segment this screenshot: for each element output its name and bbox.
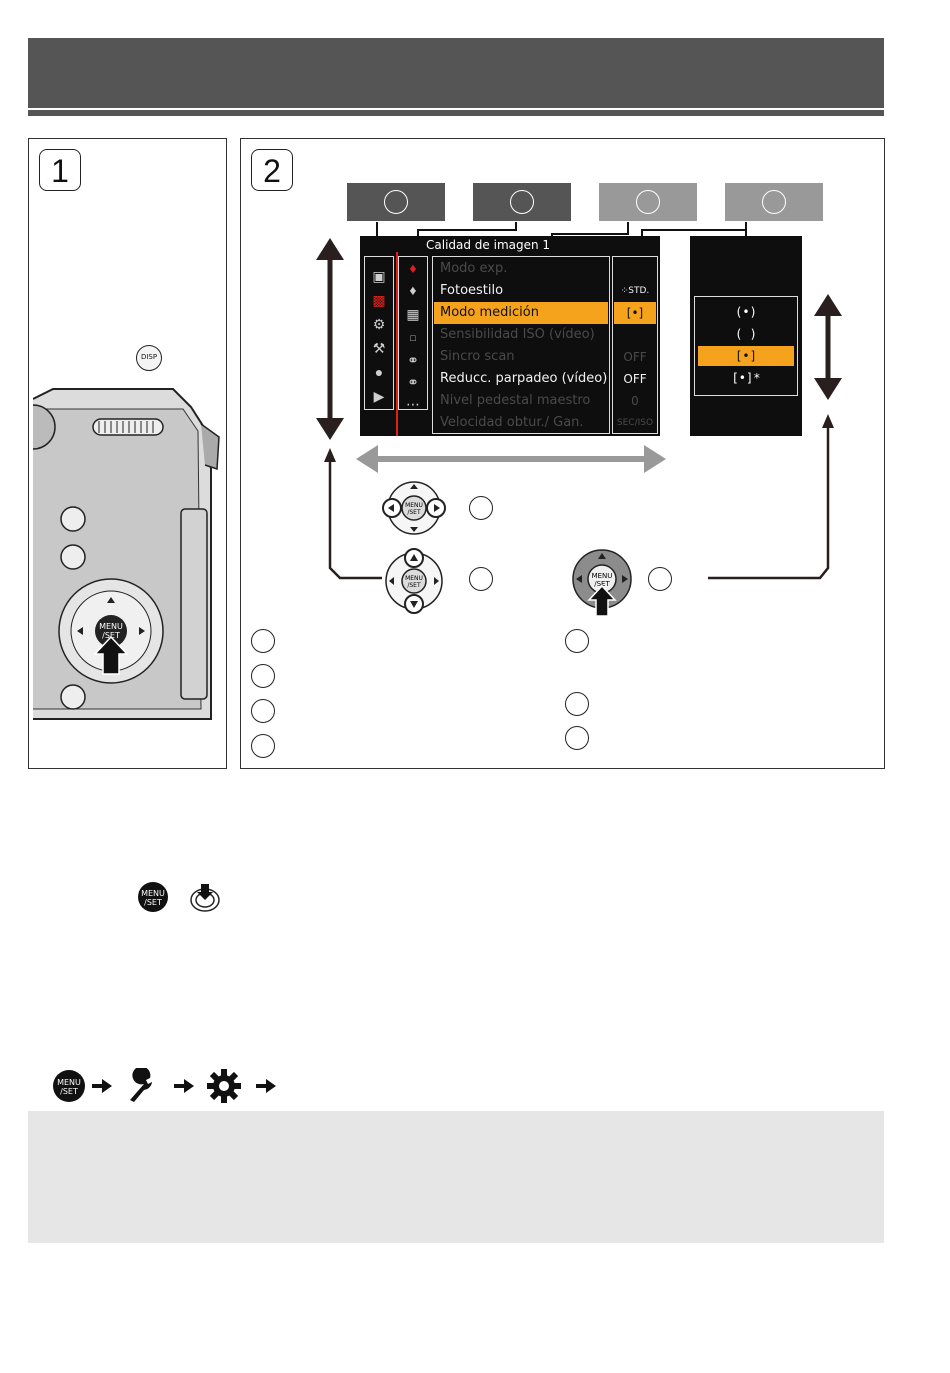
note-box (28, 1111, 884, 1243)
callout-circle (469, 567, 493, 591)
menu-value: 0 (631, 394, 639, 408)
gear-icon[interactable]: ⚙ (372, 316, 386, 332)
left-right-pad[interactable]: MENU /SET (378, 478, 450, 538)
disp-button[interactable]: DISP (136, 345, 162, 371)
svg-text:/SET: /SET (60, 1087, 78, 1096)
svg-text:MENU: MENU (57, 1078, 81, 1087)
camera-icon[interactable]: ▣ (372, 268, 386, 284)
menu-title: Calidad de imagen 1 (426, 238, 551, 252)
mic-icon-2[interactable]: ⚭ (407, 374, 419, 390)
menu-item[interactable]: Nivel pedestal maestro (440, 393, 591, 408)
legend-circle (251, 699, 275, 723)
menu-item[interactable]: Modo exp. (440, 261, 508, 276)
submenu-option[interactable]: [•]* (731, 371, 761, 385)
submenu-option[interactable]: ( ) (735, 327, 757, 341)
arrow-right-icon (92, 1079, 112, 1093)
header-underline (28, 110, 884, 116)
submenu-frame (694, 296, 798, 396)
legend-circle (251, 664, 275, 688)
dial-press-icon (190, 884, 220, 912)
svg-text:/SET: /SET (594, 580, 610, 588)
navigation-arrows (316, 238, 842, 580)
gear-icon (207, 1069, 241, 1103)
focus-icon[interactable]: □ (410, 333, 416, 343)
svg-text:/SET: /SET (407, 509, 421, 516)
arrow-right-icon (256, 1079, 276, 1093)
svg-text:/SET: /SET (144, 898, 162, 907)
main-tab-frame (364, 256, 394, 410)
svg-text:/SET: /SET (407, 582, 421, 589)
menu-values-frame (612, 256, 658, 434)
menu-screen: Calidad de imagen 1 ▣ ▩ ⚙ ⚒ ● ▶ ♦ ♦ ▦ □ … (360, 236, 660, 436)
step1-number: 1 (39, 149, 81, 191)
menu-value: OFF (623, 372, 647, 386)
up-down-pad[interactable]: MENU /SET (383, 546, 445, 616)
film-icon[interactable]: ▦ (406, 306, 420, 322)
menu-item[interactable]: Velocidad obtur./ Gan. (440, 415, 584, 430)
legend-circle (565, 629, 589, 653)
menu-set-icon: MENU /SET (138, 882, 168, 912)
wrench-icon[interactable]: ⚒ (372, 340, 386, 356)
menu-item[interactable]: Fotoestilo (440, 283, 504, 298)
submenu-screen: (•) ( ) [•] [•]* (690, 236, 802, 436)
legend-circle (565, 692, 589, 716)
menu-item-selected[interactable]: Modo medición (434, 302, 608, 324)
svg-text:/SET: /SET (102, 631, 120, 640)
person-icon[interactable]: ● (374, 364, 384, 380)
more-icon[interactable]: ⋯ (406, 396, 420, 412)
step2-number: 2 (251, 149, 293, 191)
svg-text:MENU: MENU (405, 502, 423, 509)
menu-value-selected: [•] (614, 302, 656, 324)
header-bar (28, 38, 884, 108)
svg-text:MENU: MENU (99, 622, 123, 631)
wrench-icon (130, 1068, 152, 1102)
image-quality-icon[interactable]: ♦ (409, 260, 417, 276)
callout-circle (469, 496, 493, 520)
menu-set-icon: MENU /SET (53, 1070, 85, 1102)
menu-set-press-pad[interactable]: MENU /SET (570, 548, 634, 618)
sub-tab-frame (398, 256, 428, 410)
mic-icon[interactable]: ⚭ (407, 352, 419, 368)
legend-circle (251, 629, 275, 653)
tab-label-4 (725, 183, 823, 221)
tab-label-1 (347, 183, 445, 221)
menu-item[interactable]: Sensibilidad ISO (vídeo) (440, 327, 595, 342)
menu-item[interactable]: Sincro scan (440, 349, 515, 364)
camera-back-illustration: MENU /SET (33, 388, 220, 720)
menu-value: OFF (623, 350, 647, 364)
menu-items-frame (432, 256, 610, 434)
callout-circle (648, 567, 672, 591)
menu-value: SEC/ISO (616, 418, 654, 428)
svg-text:MENU: MENU (405, 575, 423, 582)
legend-circle (565, 726, 589, 750)
tab-label-2 (473, 183, 571, 221)
tab-label-3 (599, 183, 697, 221)
image-format-icon[interactable]: ♦ (409, 282, 417, 298)
arrow-right-icon (174, 1079, 194, 1093)
playback-icon[interactable]: ▶ (373, 388, 385, 404)
video-icon[interactable]: ▩ (372, 292, 386, 308)
svg-text:MENU: MENU (592, 572, 613, 580)
step1-panel: 1 MENU /SET DI (28, 138, 227, 769)
submenu-option[interactable]: (•) (735, 305, 757, 319)
legend-circle (251, 734, 275, 758)
menu-item[interactable]: Reducc. parpadeo (vídeo) (440, 371, 608, 386)
submenu-option-selected[interactable]: [•] (698, 346, 794, 366)
menu-value: ⁘STD. (620, 286, 650, 296)
svg-text:MENU: MENU (141, 889, 165, 898)
